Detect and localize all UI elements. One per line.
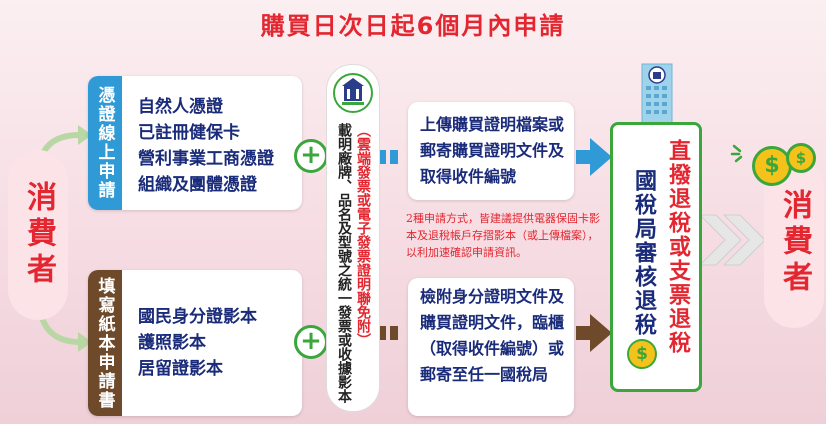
paper-item: 國民身分證影本 [138,307,257,327]
sparkle-icon [730,144,743,163]
voucher-tab-label: 憑證線上申請 [94,86,115,200]
voucher-tab: 憑證線上申請 [88,76,122,210]
invoice-exempt-note: （雲端發票或電子發票證明聯免附） [355,123,371,347]
paper-list: 國民身分證影本 護照影本 居留證影本 [138,304,257,382]
plus-icon: + [294,325,328,359]
page-title: 購買日次日起6個月內申請 [260,12,566,40]
tax-review-text: 國稅局審核退稅 [631,169,656,337]
receipt-pill: （雲端發票或電子發票證明聯免附） 載明廠牌、品名及型號之統一發票或收據影本 [326,64,380,412]
receipt-requirement: 載明廠牌、品名及型號之統一發票或收據影本 [336,123,352,403]
tax-bureau-box: 國稅局審核退稅 直撥退稅或支票退稅 $ [610,122,702,392]
voucher-item: 自然人憑證 [138,97,223,117]
paper-item: 居留證影本 [138,359,223,379]
voucher-item: 已註冊健保卡 [138,123,240,143]
curve-arrow-lower-head [78,332,92,352]
counter-step-text: 檢附身分證明文件及購買證明文件，臨櫃（取得收件編號）或郵寄至任一國稅局 [420,287,565,384]
tax-building-icon [632,63,682,128]
coin-icon: $ [786,143,816,173]
voucher-item: 組織及團體憑證 [138,175,257,195]
application-note: 2種申請方式，皆建議提供電器保固卡影本及退稅帳戶存摺影本（或上傳檔案），以利加速… [406,212,600,259]
paper-item: 護照影本 [138,333,206,353]
tax-refund-text: 直撥退稅或支票退稅 [665,139,690,355]
consumer-left-label: 消費者 [21,181,56,289]
gov-emblem-icon [333,73,373,113]
coin-icon: $ [627,339,657,369]
paper-card: 填寫紙本申請書 國民身分證影本 護照影本 居留證影本 [88,270,302,416]
counter-step-card: 檢附身分證明文件及購買證明文件，臨櫃（取得收件編號）或郵寄至任一國稅局 [408,278,574,416]
plus-icon: + [294,139,328,173]
upload-step-text: 上傳購買證明檔案或郵寄購買證明文件及取得收件編號 [420,115,565,186]
curve-arrow-upper-head [78,125,92,145]
chevron-arrows [698,214,766,266]
consumer-right-label: 消費者 [777,189,812,297]
paper-tab: 填寫紙本申請書 [88,270,122,416]
counter-arrow [378,314,612,352]
upload-arrow [378,138,612,176]
voucher-list: 自然人憑證 已註冊健保卡 營利事業工商憑證 組織及團體憑證 [138,94,274,198]
voucher-card: 憑證線上申請 自然人憑證 已註冊健保卡 營利事業工商憑證 組織及團體憑證 [88,76,302,210]
paper-tab-label: 填寫紙本申請書 [94,276,115,410]
consumer-left: 消費者 [8,150,68,320]
upload-step-card: 上傳購買證明檔案或郵寄購買證明文件及取得收件編號 [408,102,574,200]
voucher-item: 營利事業工商憑證 [138,149,274,169]
consumer-right: 消費者 [764,158,824,328]
